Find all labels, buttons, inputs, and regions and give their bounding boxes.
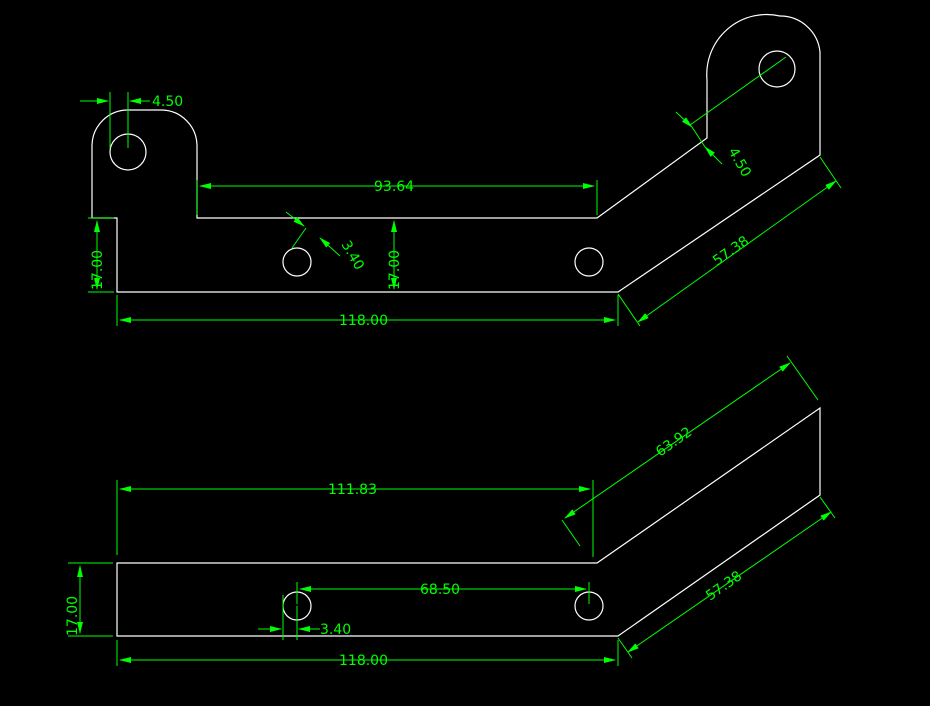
dim-slant-upper-bottom: 63.92 bbox=[561, 355, 819, 547]
dim-hole-dia-top: 3.40 bbox=[285, 211, 367, 273]
dim-text-hole-dia-top: 3.40 bbox=[338, 238, 367, 273]
dim-hole-dia-bottom: 3.40 bbox=[258, 595, 351, 640]
dim-tab-offset: 4.50 bbox=[80, 92, 183, 148]
dim-text-total-length-top: 118.00 bbox=[339, 313, 388, 329]
dim-total-length-top: 118.00 bbox=[116, 295, 619, 329]
dim-text-slant-upper-bottom: 63.92 bbox=[653, 424, 695, 460]
bottom-part: 111.83 63.92 17.00 68.50 bbox=[65, 355, 836, 669]
top-part-outline bbox=[91, 13, 821, 293]
right-tab-hole bbox=[758, 50, 796, 88]
dim-text-height-left-bottom: 17.00 bbox=[65, 596, 81, 636]
dim-text-height-left-top: 17.00 bbox=[90, 250, 106, 290]
dim-inner-length-bottom: 111.83 bbox=[116, 480, 594, 557]
hole-1 bbox=[282, 247, 312, 277]
dim-hole-spacing: 68.50 bbox=[296, 582, 590, 604]
dim-text-height-mid-top: 17.00 bbox=[387, 250, 403, 290]
dim-text-inner-length-top: 93.64 bbox=[374, 179, 414, 195]
dim-inner-length-top: 93.64 bbox=[196, 179, 598, 215]
dim-text-inner-length-bottom: 111.83 bbox=[328, 482, 377, 498]
dim-text-hole-dia-bottom: 3.40 bbox=[320, 622, 351, 638]
hole-2 bbox=[574, 247, 604, 277]
dim-tab-offset-right: 4.50 bbox=[675, 56, 787, 180]
dim-text-tab-offset: 4.50 bbox=[152, 94, 183, 110]
dim-text-hole-spacing: 68.50 bbox=[420, 582, 460, 598]
dim-height-left-top: 17.00 bbox=[88, 217, 114, 293]
dim-height-left-bottom: 17.00 bbox=[65, 562, 113, 637]
dim-slant-lower-bottom: 57.38 bbox=[617, 496, 836, 659]
dim-height-mid-top: 17.00 bbox=[387, 220, 403, 290]
top-part: 4.50 93.64 3.40 17.00 17.00 bbox=[80, 13, 842, 329]
dim-total-length-bottom: 118.00 bbox=[116, 640, 619, 669]
dim-text-slant-top: 57.38 bbox=[710, 233, 752, 269]
dim-text-total-length-bottom: 118.00 bbox=[339, 653, 388, 669]
dim-slant-top: 57.38 bbox=[617, 156, 842, 327]
bottom-part-outline bbox=[116, 406, 821, 637]
dim-text-slant-lower-bottom: 57.38 bbox=[703, 568, 745, 604]
dim-text-tab-offset-right: 4.50 bbox=[725, 145, 754, 180]
